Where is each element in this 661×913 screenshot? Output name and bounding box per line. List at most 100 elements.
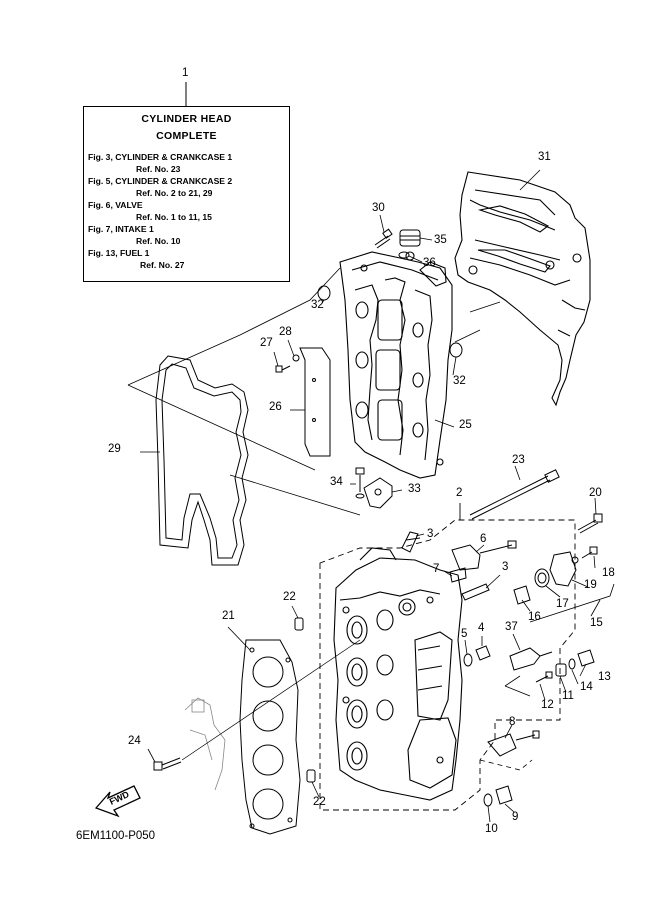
callout-36: 36 bbox=[423, 257, 436, 269]
dashed-8 bbox=[479, 759, 533, 771]
part-14 bbox=[568, 658, 576, 670]
exploded-line-c bbox=[229, 474, 361, 516]
callout-2: 2 bbox=[456, 487, 463, 499]
part-10 bbox=[483, 793, 493, 807]
washer-28 bbox=[292, 354, 300, 362]
callout-5: 5 bbox=[461, 628, 468, 640]
part-16 bbox=[513, 585, 531, 605]
legend-line: Ref. No. 23 bbox=[136, 164, 181, 174]
part-4 bbox=[475, 645, 491, 661]
grommet-32a bbox=[317, 285, 331, 301]
reference-legend-box: CYLINDER HEAD COMPLETE Fig. 3, CYLINDER … bbox=[83, 106, 290, 282]
legend-title-line2: COMPLETE bbox=[156, 130, 217, 142]
gasket-26 bbox=[299, 347, 331, 457]
legend-line: Ref. No. 2 to 21, 29 bbox=[136, 188, 213, 198]
callout-25: 25 bbox=[459, 419, 472, 431]
exploded-line-24 bbox=[181, 639, 361, 761]
part-18 bbox=[581, 546, 598, 559]
part-6 bbox=[451, 540, 517, 571]
callout-27: 27 bbox=[260, 337, 273, 349]
part-11 bbox=[555, 663, 567, 677]
gasket-29 bbox=[155, 355, 249, 566]
fwd-arrow bbox=[94, 785, 141, 818]
part-17 bbox=[534, 568, 550, 588]
legend-line: Fig. 13, FUEL 1 bbox=[88, 248, 150, 258]
callout-28: 28 bbox=[279, 326, 292, 338]
head-gasket-21 bbox=[239, 639, 301, 835]
engine-sketch bbox=[184, 697, 226, 791]
callout-14: 14 bbox=[580, 681, 593, 693]
part-19 bbox=[549, 551, 579, 587]
bracket-33 bbox=[363, 477, 393, 509]
callout-3-lower: 3 bbox=[502, 561, 509, 573]
callout-3-upper: 3 bbox=[427, 528, 434, 540]
callout-24: 24 bbox=[128, 735, 141, 747]
part-37 bbox=[509, 647, 553, 671]
cylinder-block bbox=[333, 547, 463, 801]
callout-1: 1 bbox=[182, 67, 189, 79]
oring-36 bbox=[398, 251, 410, 259]
callout-leaders bbox=[140, 169, 601, 823]
cylinder-head-cover bbox=[454, 171, 591, 407]
callout-17: 17 bbox=[556, 598, 569, 610]
bracket-12-14 bbox=[504, 675, 531, 697]
cylinder-head bbox=[339, 251, 453, 479]
callout-4: 4 bbox=[478, 622, 485, 634]
part-5 bbox=[463, 653, 473, 667]
bolt-20 bbox=[577, 513, 603, 534]
callout-33: 33 bbox=[408, 483, 421, 495]
dowel-22b bbox=[306, 769, 316, 783]
legend-line: Fig. 3, CYLINDER & CRANKCASE 1 bbox=[88, 152, 233, 162]
exploded-line-d bbox=[469, 301, 501, 313]
legend-line: Ref. No. 10 bbox=[136, 236, 181, 246]
legend-line: Fig. 5, CYLINDER & CRANKCASE 2 bbox=[88, 176, 233, 186]
diagram-code: 6EM1100-P050 bbox=[76, 830, 156, 842]
callout-15: 15 bbox=[590, 617, 603, 629]
part-3-lower bbox=[461, 583, 490, 601]
callout-26: 26 bbox=[269, 401, 282, 413]
bolt-23 bbox=[469, 469, 560, 520]
callout-9: 9 bbox=[512, 811, 519, 823]
bolt-24 bbox=[153, 757, 182, 771]
callout-30: 30 bbox=[372, 202, 385, 214]
callout-21: 21 bbox=[222, 610, 235, 622]
callout-32-left: 32 bbox=[311, 299, 324, 311]
callout-31: 31 bbox=[538, 151, 551, 163]
part-3-upper bbox=[401, 531, 421, 553]
callout-23: 23 bbox=[512, 454, 525, 466]
legend-line: Fig. 6, VALVE bbox=[88, 200, 143, 210]
callout-37: 37 bbox=[505, 621, 518, 633]
callout-18: 18 bbox=[602, 567, 615, 579]
bracket-15 bbox=[529, 583, 615, 623]
exploded-line-b bbox=[127, 384, 316, 471]
dowel-22a bbox=[294, 617, 304, 631]
part-9 bbox=[495, 785, 513, 805]
callout-32-right: 32 bbox=[453, 375, 466, 387]
callout-19: 19 bbox=[584, 579, 597, 591]
callout-16: 16 bbox=[528, 611, 541, 623]
callout-35: 35 bbox=[434, 234, 447, 246]
cap-35 bbox=[399, 229, 421, 247]
callout-13: 13 bbox=[598, 671, 611, 683]
legend-title-line1: CYLINDER HEAD bbox=[141, 113, 232, 125]
callout-6: 6 bbox=[480, 533, 487, 545]
legend-line: Ref. No. 1 to 11, 15 bbox=[136, 212, 212, 222]
part-12 bbox=[535, 671, 553, 683]
bolt-34 bbox=[355, 467, 365, 499]
legend-line: Fig. 7, INTAKE 1 bbox=[88, 224, 154, 234]
part-13 bbox=[577, 649, 595, 667]
callout-22-upper: 22 bbox=[283, 591, 296, 603]
callout-20: 20 bbox=[589, 487, 602, 499]
exploded-line-a bbox=[127, 267, 341, 386]
callout-8: 8 bbox=[509, 716, 516, 728]
callout-7: 7 bbox=[433, 563, 440, 575]
bolt-27 bbox=[275, 365, 291, 373]
part-7 bbox=[449, 567, 467, 583]
bolt-30 bbox=[374, 228, 393, 249]
callout-12: 12 bbox=[541, 699, 554, 711]
callout-29: 29 bbox=[108, 443, 121, 455]
callout-34: 34 bbox=[330, 476, 343, 488]
assembly-2-dashed-outline bbox=[319, 519, 576, 811]
